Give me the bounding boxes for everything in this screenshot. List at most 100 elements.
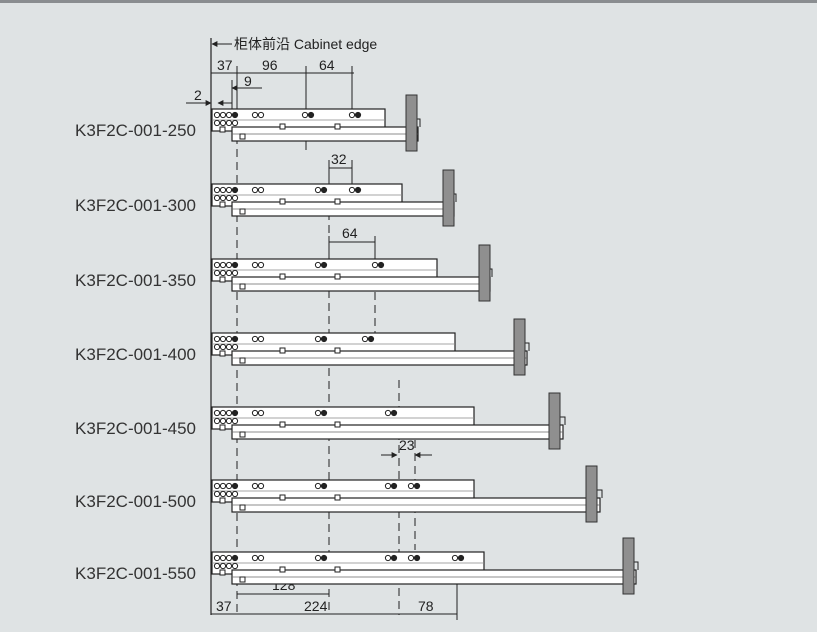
slot (334, 273, 341, 280)
slot (239, 133, 246, 140)
mount-hole (320, 186, 328, 194)
slot (279, 123, 286, 130)
mount-hole (225, 562, 233, 570)
slot (219, 424, 226, 431)
mount-hole (367, 335, 375, 343)
mount-hole (219, 335, 227, 343)
mount-hole (231, 554, 239, 562)
mount-hole (371, 261, 379, 269)
mount-hole (451, 554, 459, 562)
mount-hole (225, 409, 233, 417)
slot (334, 347, 341, 354)
mount-hole (213, 562, 221, 570)
mount-hole (225, 482, 233, 490)
slot (334, 421, 341, 428)
mount-hole (257, 335, 265, 343)
mount-hole (314, 409, 322, 417)
drawer-row: K3F2C-001-250 (75, 94, 421, 152)
drawer-row: K3F2C-001-500 (75, 465, 603, 523)
slot (279, 421, 286, 428)
mount-hole (213, 409, 221, 417)
mount-hole (231, 409, 239, 417)
cabinet-post (405, 94, 418, 152)
cabinet-post (585, 465, 598, 523)
mount-hole (457, 554, 465, 562)
model-label: K3F2C-001-350 (75, 271, 196, 290)
cabinet-edge-label: 柜体前沿 Cabinet edge (234, 36, 377, 52)
mount-hole (231, 490, 239, 498)
mount-hole (251, 186, 259, 194)
slot (279, 494, 286, 501)
dim-23: 23 (399, 437, 415, 453)
dim-top-2: 2 (194, 87, 202, 103)
slot (279, 566, 286, 573)
mount-hole (213, 343, 221, 351)
mount-hole (225, 261, 233, 269)
mount-hole (251, 554, 259, 562)
slot (239, 431, 246, 438)
mount-hole (384, 409, 392, 417)
mount-hole (213, 119, 221, 127)
mount-hole (219, 119, 227, 127)
mount-hole (225, 111, 233, 119)
mount-hole (225, 343, 233, 351)
mount-hole (213, 269, 221, 277)
dim-top-96: 96 (262, 57, 278, 73)
mount-hole (390, 554, 398, 562)
cabinet-post (478, 244, 491, 302)
dim-top-37: 37 (217, 57, 233, 73)
model-label: K3F2C-001-450 (75, 419, 196, 438)
mount-hole (348, 186, 356, 194)
mount-hole (225, 554, 233, 562)
mount-hole (314, 554, 322, 562)
slot (279, 273, 286, 280)
mount-hole (213, 335, 221, 343)
mount-hole (213, 417, 221, 425)
mount-hole (231, 343, 239, 351)
mount-hole (407, 554, 415, 562)
mount-hole (257, 261, 265, 269)
mount-hole (219, 482, 227, 490)
mount-hole (231, 335, 239, 343)
mount-hole (354, 186, 362, 194)
slot (219, 569, 226, 576)
mount-hole (348, 111, 356, 119)
dim-bottom-37: 37 (216, 598, 232, 614)
mount-hole (314, 482, 322, 490)
mount-hole (407, 482, 415, 490)
drawer-row: K3F2C-001-350 (75, 244, 493, 302)
mount-hole (219, 343, 227, 351)
mount-hole (257, 111, 265, 119)
drawer-row: K3F2C-001-450 (75, 392, 566, 450)
mount-hole (225, 335, 233, 343)
slot (279, 347, 286, 354)
slot (219, 350, 226, 357)
mount-hole (225, 194, 233, 202)
mount-hole (320, 261, 328, 269)
mount-hole (257, 186, 265, 194)
mount-hole (219, 562, 227, 570)
mount-hole (213, 194, 221, 202)
mount-hole (225, 186, 233, 194)
drawer-row: K3F2C-001-400 (75, 318, 530, 376)
mount-hole (413, 554, 421, 562)
slot (334, 566, 341, 573)
mount-hole (320, 554, 328, 562)
mount-hole (251, 335, 259, 343)
mount-hole (231, 111, 239, 119)
dim-32: 32 (331, 151, 347, 167)
mount-hole (219, 194, 227, 202)
slot (239, 283, 246, 290)
mount-hole (314, 186, 322, 194)
mount-hole (390, 482, 398, 490)
top-border (0, 0, 817, 3)
cabinet-post (622, 537, 635, 595)
dim-bottom-224: 224 (304, 598, 328, 614)
mount-hole (320, 335, 328, 343)
slot (334, 123, 341, 130)
mount-hole (251, 409, 259, 417)
mount-hole (213, 490, 221, 498)
mount-hole (219, 409, 227, 417)
